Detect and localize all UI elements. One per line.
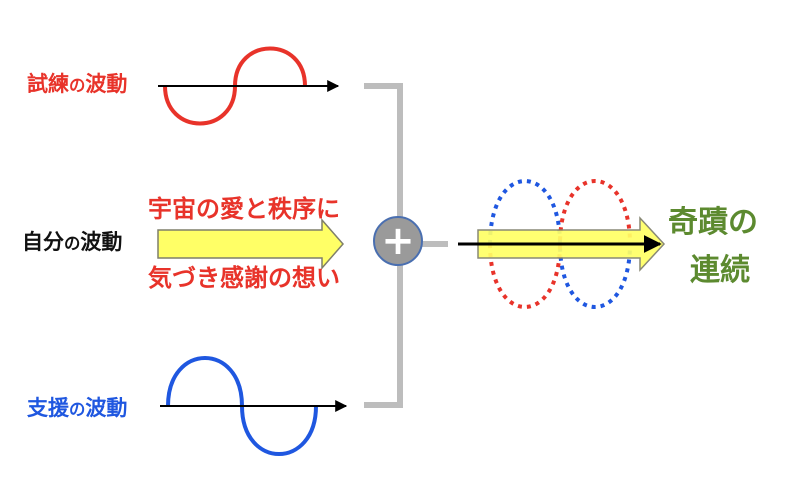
self-label-main: 自分 [22,230,64,254]
self-wave-label: 自分の波動 [22,232,122,253]
self-label-tail: 波動 [80,230,123,254]
support-wave-label: 支援の波動 [27,398,127,419]
trial-wave-label: 試練の波動 [27,74,127,95]
result-red-dotted-wave [488,179,632,309]
trial-label-tail: 波動 [85,72,128,96]
support-label-main: 支援 [27,396,69,420]
trial-wave-group [158,46,340,126]
trial-label-main: 試練 [27,72,69,96]
result-waves [488,179,632,309]
phrase-bottom: 気づき感謝の想い [148,264,340,292]
self-arrow [157,218,344,270]
plus-sign: + [381,218,415,264]
result-label-line1: 奇蹟の [668,205,758,240]
support-wave-group [160,356,348,456]
plus-circle [373,216,423,266]
self-label-particle: の [64,234,81,253]
support-label-tail: 波動 [85,396,128,420]
trial-label-particle: の [69,76,86,95]
support-label-particle: の [69,400,86,419]
result-label-line2: 連続 [690,253,750,288]
result-blue-dotted-wave [488,179,632,309]
phrase-top: 宇宙の愛と秩序に [148,195,340,223]
